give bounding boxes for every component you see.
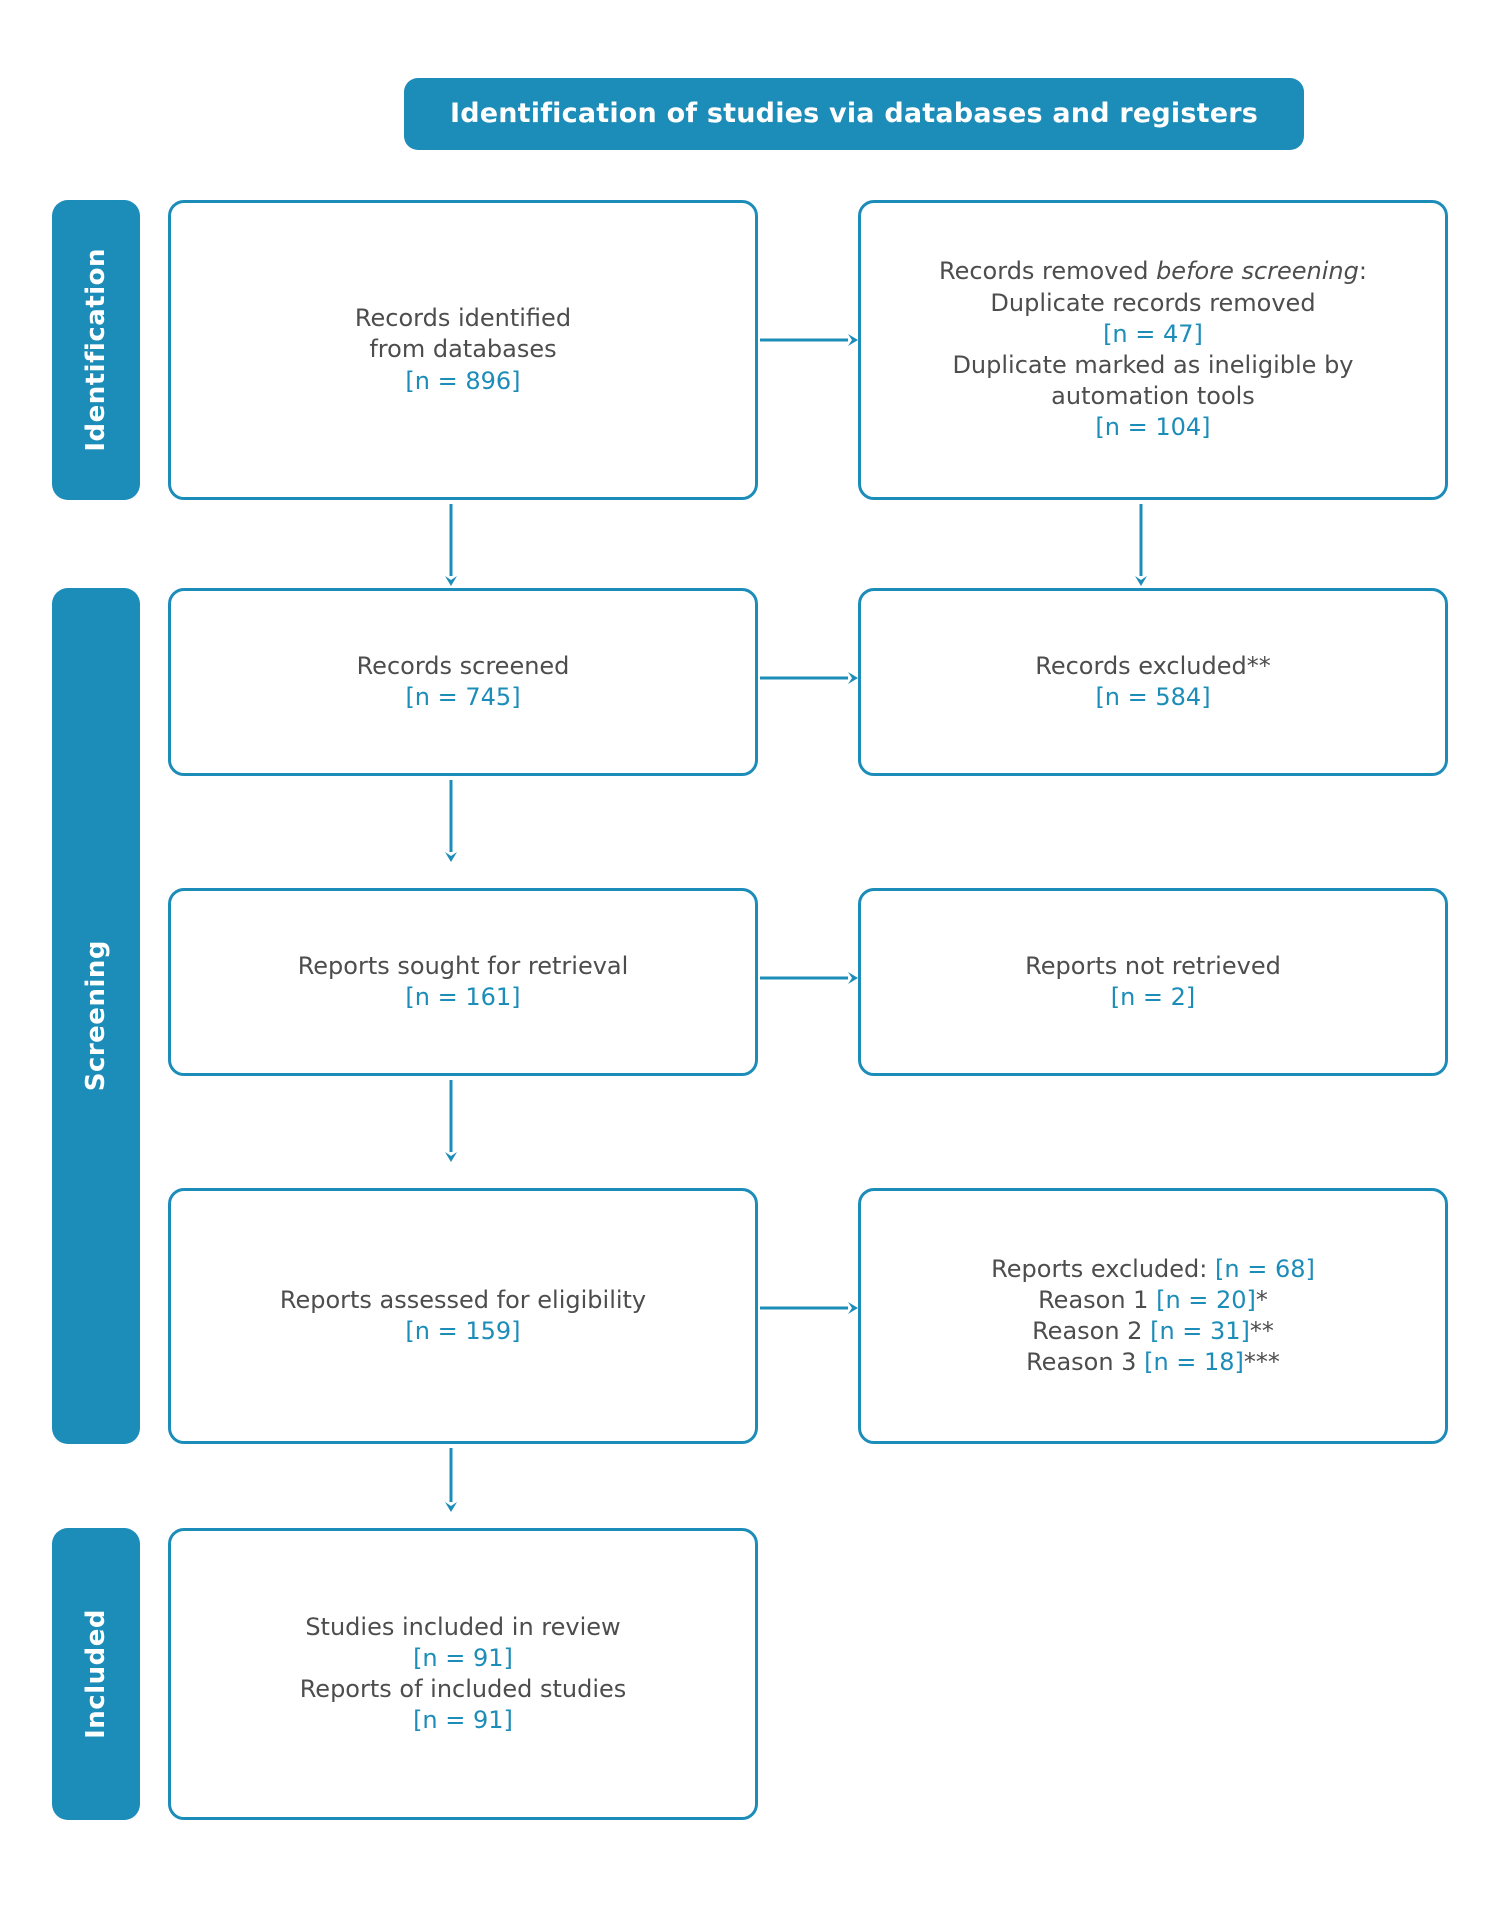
- box-reports-sought-text: Reports sought for retrieval [n = 161]: [298, 951, 629, 1013]
- records-removed-line1-a: Records removed: [939, 257, 1157, 286]
- reports-excluded-reason-3-marks: ***: [1243, 1348, 1280, 1377]
- box-records-excluded: Records excluded** [n = 584]: [858, 588, 1448, 776]
- stage-label-screening: Screening: [81, 940, 111, 1092]
- box-reports-not-retrieved: Reports not retrieved [n = 2]: [858, 888, 1448, 1076]
- reports-excluded-reason-2-marks: **: [1249, 1317, 1274, 1345]
- arrow-down-icon-assessed-to-included: [441, 1448, 461, 1512]
- records-screened-line1: Records screened: [356, 651, 570, 680]
- box-reports-excluded: Reports excluded: [n = 68] Reason 1 [n =…: [858, 1188, 1448, 1444]
- stage-bar-included: Included: [52, 1528, 140, 1820]
- studies-included-count2: [n = 91]: [413, 1706, 513, 1735]
- stage-label-identification: Identification: [81, 248, 111, 452]
- records-excluded-count: [n = 584]: [1095, 683, 1211, 711]
- stage-bar-screening: Screening: [52, 588, 140, 1444]
- records-removed-line2: Duplicate records removed: [990, 288, 1316, 317]
- arrow-right-icon-screened-to-excluded: [760, 668, 858, 688]
- records-removed-count2: [n = 104]: [1095, 413, 1211, 442]
- box-records-screened: Records screened [n = 745]: [168, 588, 758, 776]
- box-reports-not-retrieved-text: Reports not retrieved [n = 2]: [1025, 951, 1281, 1013]
- reports-sought-line1: Reports sought for retrieval: [297, 951, 629, 980]
- reports-excluded-reason-1-marks: *: [1255, 1285, 1268, 1314]
- reports-excluded-reason-2-count: [n = 31]: [1150, 1317, 1250, 1345]
- box-records-excluded-text: Records excluded** [n = 584]: [1035, 651, 1271, 713]
- box-studies-included: Studies included in review [n = 91] Repo…: [168, 1528, 758, 1820]
- studies-included-line1: Studies included in review: [305, 1612, 621, 1641]
- reports-excluded-title-count: [n = 68]: [1215, 1254, 1315, 1283]
- box-reports-assessed: Reports assessed for eligibility [n = 15…: [168, 1188, 758, 1444]
- arrow-down-icon-identified-to-screened: [441, 504, 461, 586]
- reports-excluded-title: Reports excluded:: [991, 1254, 1215, 1283]
- arrow-right-icon-assessed-to-excluded: [760, 1298, 858, 1318]
- reports-excluded-reason-1-count: [n = 20]: [1156, 1285, 1256, 1314]
- records-removed-line1-emphasis: before screening: [1156, 257, 1359, 286]
- header-banner-title: Identification of studies via databases …: [449, 97, 1259, 129]
- arrow-down-icon-removed-down: [1131, 504, 1151, 586]
- records-removed-line3: Duplicate marked as ineligible by: [952, 351, 1354, 379]
- reports-excluded-reason-3-count: [n = 18]: [1144, 1348, 1244, 1377]
- stage-label-included: Included: [81, 1609, 111, 1739]
- arrow-right-icon-sought-to-not-retrieved: [760, 968, 858, 988]
- box-records-removed-text: Records removed before screening: Duplic…: [939, 256, 1367, 443]
- arrow-down-icon-sought-to-assessed: [441, 1080, 461, 1162]
- records-screened-count: [n = 745]: [405, 683, 521, 711]
- reports-assessed-line1: Reports assessed for eligibility: [279, 1285, 647, 1314]
- reports-sought-count: [n = 161]: [405, 983, 521, 1011]
- arrow-right-icon-identified-to-removed: [760, 330, 858, 350]
- box-studies-included-text: Studies included in review [n = 91] Repo…: [300, 1612, 627, 1737]
- stage-bar-identification: Identification: [52, 200, 140, 500]
- records-identified-count: [n = 896]: [405, 366, 521, 395]
- records-identified-line1: Records identified: [354, 304, 572, 333]
- studies-included-line2: Reports of included studies: [299, 1675, 627, 1703]
- reports-excluded-reason-1-label: Reason 1: [1038, 1285, 1157, 1314]
- reports-excluded-reason-3-label: Reason 3: [1026, 1348, 1145, 1377]
- arrow-down-icon-screened-to-sought: [441, 780, 461, 862]
- box-reports-assessed-text: Reports assessed for eligibility [n = 15…: [280, 1285, 646, 1347]
- reports-excluded-reason-2-label: Reason 2: [1032, 1317, 1151, 1345]
- box-reports-sought: Reports sought for retrieval [n = 161]: [168, 888, 758, 1076]
- box-records-identified: Records identified from databases [n = 8…: [168, 200, 758, 500]
- records-removed-line1-b: :: [1358, 257, 1367, 286]
- studies-included-count1: [n = 91]: [413, 1643, 513, 1672]
- reports-assessed-count: [n = 159]: [405, 1317, 521, 1345]
- reports-not-retrieved-line1: Reports not retrieved: [1025, 951, 1281, 980]
- records-excluded-line1: Records excluded**: [1035, 651, 1271, 680]
- box-records-identified-text: Records identified from databases [n = 8…: [355, 303, 571, 397]
- box-records-screened-text: Records screened [n = 745]: [357, 651, 570, 713]
- box-reports-excluded-text: Reports excluded: [n = 68] Reason 1 [n =…: [991, 1254, 1315, 1379]
- header-banner: Identification of studies via databases …: [404, 78, 1304, 150]
- records-identified-line2: from databases: [369, 335, 557, 364]
- records-removed-count1: [n = 47]: [1103, 319, 1203, 348]
- box-records-removed: Records removed before screening: Duplic…: [858, 200, 1448, 500]
- records-removed-line4: automation tools: [1051, 382, 1255, 411]
- reports-not-retrieved-count: [n = 2]: [1110, 983, 1196, 1011]
